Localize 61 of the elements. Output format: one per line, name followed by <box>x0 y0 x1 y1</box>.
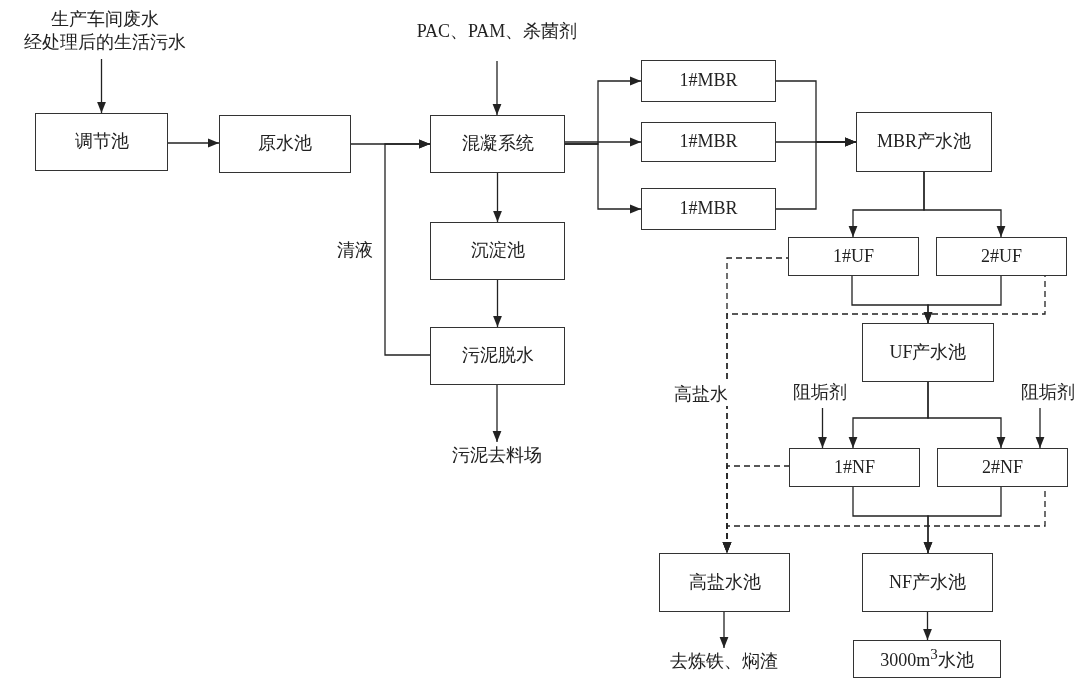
box-label: 1#MBR <box>679 130 738 154</box>
arrow <box>492 384 502 443</box>
box-label: 1#MBR <box>679 69 738 93</box>
process-box <box>641 122 776 162</box>
arrow <box>384 139 431 356</box>
arrow <box>564 143 642 214</box>
arrow <box>923 611 932 641</box>
arrow <box>493 279 502 328</box>
flow-text: 去炼铁、焖渣 <box>670 650 778 674</box>
box-label: 原水池 <box>258 132 312 156</box>
arrow <box>923 171 1006 238</box>
box-label: 调节池 <box>74 130 129 154</box>
process-box <box>430 222 565 280</box>
process-box <box>641 60 776 102</box>
box-label: MBR产水池 <box>877 130 971 154</box>
arrow <box>492 60 502 116</box>
arrow <box>97 58 106 114</box>
process-box <box>219 115 351 173</box>
flow-text: 经处理后的生活污水 <box>24 31 186 54</box>
arrow <box>775 137 857 210</box>
flow-text: 阻垢剂 <box>793 381 847 405</box>
arrow <box>818 407 827 449</box>
process-box <box>937 448 1068 487</box>
flow-text: PAC、PAM、杀菌剂 <box>416 20 578 44</box>
box-label: 混凝系统 <box>461 132 534 156</box>
edge-label: 清液 <box>335 238 375 262</box>
process-box <box>862 553 993 612</box>
process-box <box>430 115 565 173</box>
process-box <box>856 112 992 172</box>
box-label: 2#UF <box>981 244 1022 268</box>
arrow <box>1035 407 1045 449</box>
arrow <box>167 138 220 148</box>
box-label: 沉淀池 <box>470 239 525 263</box>
box-label: 2#NF <box>982 455 1023 479</box>
box-label: 污泥脱水 <box>461 344 534 368</box>
process-box <box>430 327 565 385</box>
box-label: 1#UF <box>833 244 874 268</box>
process-box <box>853 640 1001 678</box>
box-label: 1#MBR <box>679 197 738 221</box>
process-box <box>35 113 168 171</box>
arrow <box>564 137 642 147</box>
process-box <box>862 323 994 382</box>
arrow <box>923 486 1002 554</box>
process-box <box>641 188 776 230</box>
box-label: NF产水池 <box>889 570 966 594</box>
process-box <box>788 237 919 276</box>
flow-text: 阻垢剂 <box>1021 381 1075 405</box>
edge-label: 高盐水 <box>672 382 730 406</box>
process-box <box>789 448 920 487</box>
arrow <box>923 275 1002 324</box>
flow-text: 污泥去料场 <box>452 444 542 468</box>
arrow <box>927 381 1006 449</box>
process-box <box>659 553 790 612</box>
flow-text: 生产车间废水 <box>51 7 159 31</box>
arrow <box>719 611 729 649</box>
box-label: 3000m$^{3}$水池 <box>880 645 974 673</box>
box-label: 1#NF <box>834 455 875 479</box>
arrow <box>493 172 502 223</box>
process-box <box>936 237 1067 276</box>
box-label: UF产水池 <box>889 340 967 364</box>
box-label: 高盐水池 <box>688 570 761 594</box>
